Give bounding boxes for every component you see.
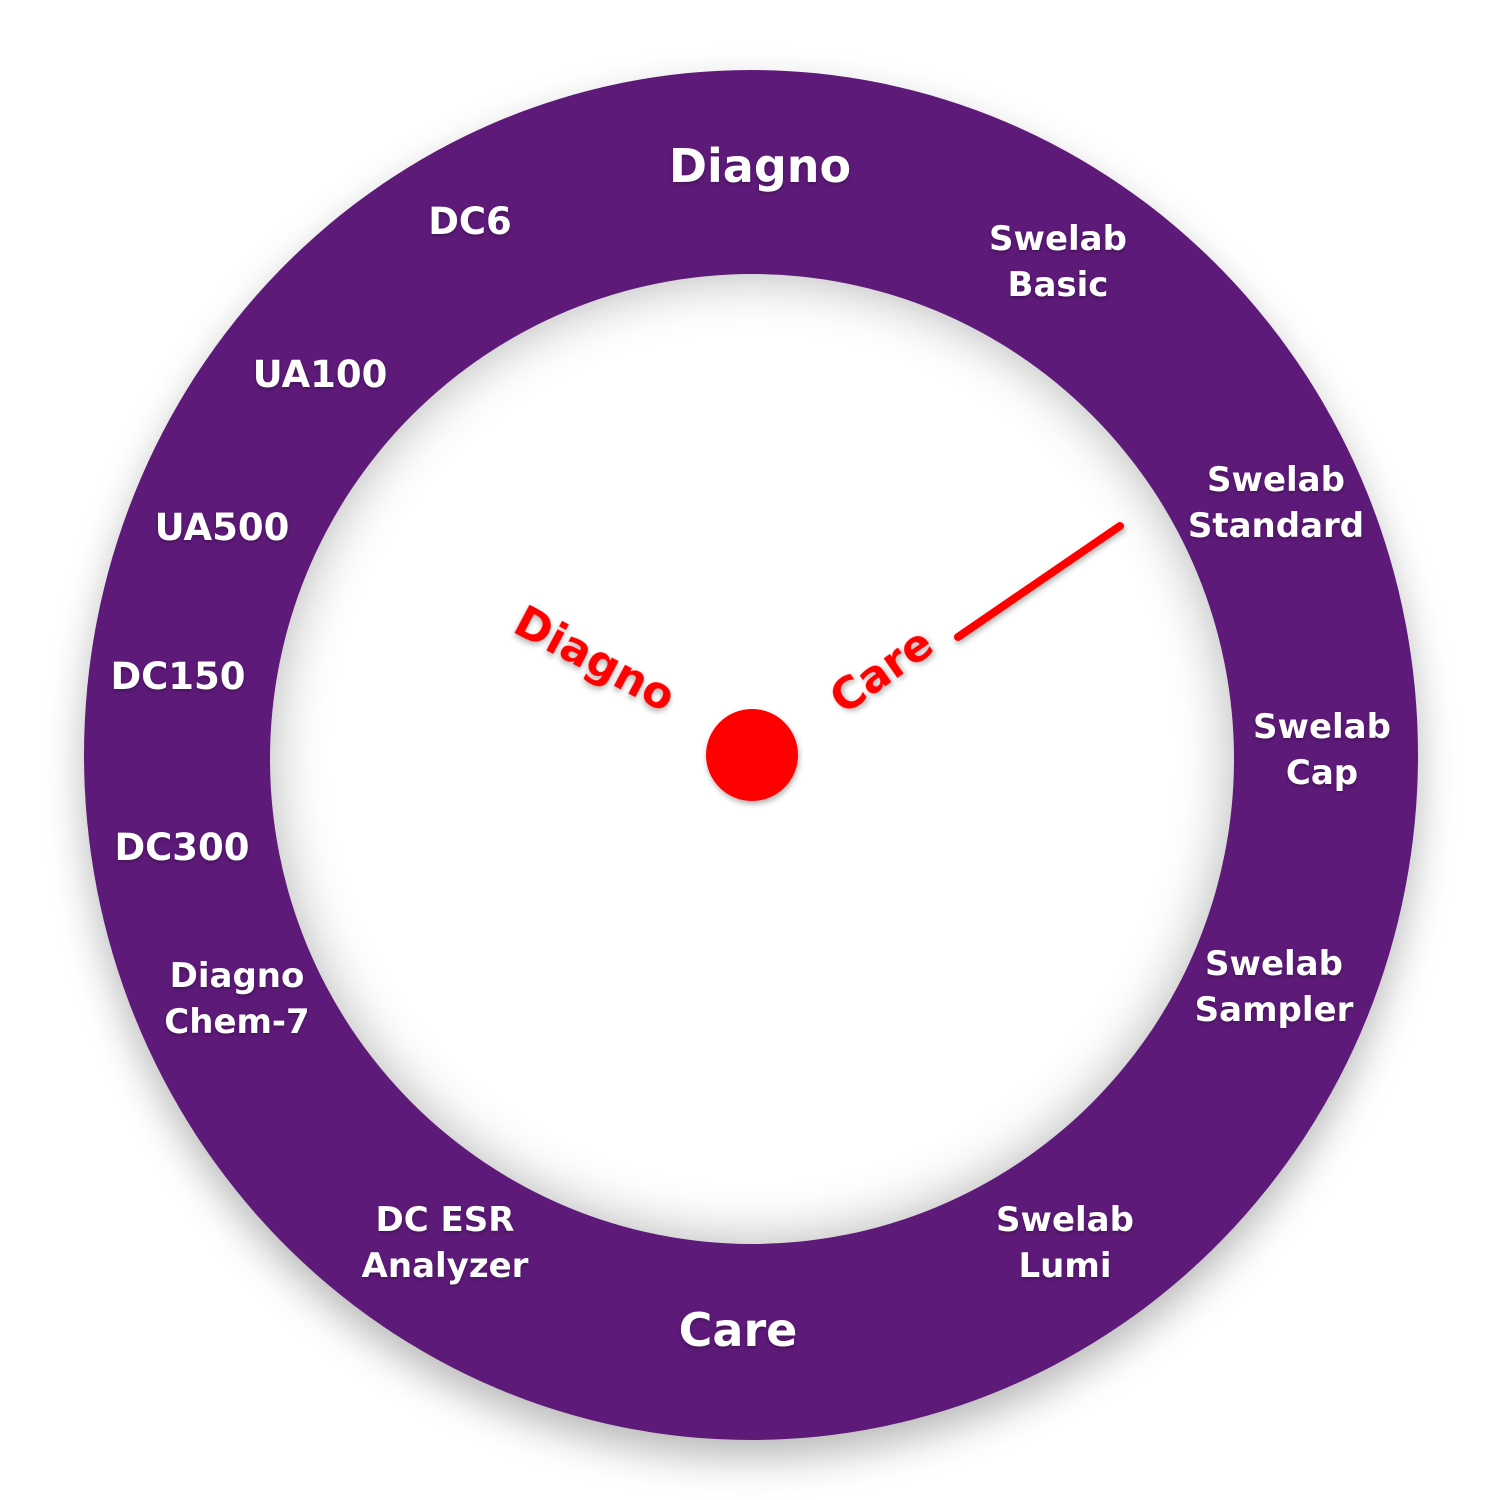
label-swelab-sampler-line1: Swelab <box>1205 944 1343 984</box>
label-swelab-basic: Swelab Basic <box>989 216 1127 308</box>
label-swelab-standard-line1: Swelab <box>1207 460 1345 500</box>
label-swelab-sampler: Swelab Sampler <box>1195 941 1354 1033</box>
label-dc-esr-analyzer: DC ESR Analyzer <box>362 1197 529 1289</box>
label-dc-esr-analyzer-line2: Analyzer <box>361 1246 529 1286</box>
label-diagno-top: Diagno <box>668 139 852 193</box>
label-swelab-sampler-line2: Sampler <box>1194 990 1354 1030</box>
label-diagno-chem7: Diagno Chem-7 <box>164 953 309 1045</box>
label-dc-esr-analyzer-line1: DC ESR <box>375 1200 515 1240</box>
label-diagno-chem7-line1: Diagno <box>169 956 305 996</box>
hand-label-care: Care <box>821 618 943 725</box>
center-hub <box>706 709 798 801</box>
label-swelab-basic-line2: Basic <box>1007 265 1109 305</box>
label-dc300: DC300 <box>114 826 250 869</box>
label-care-bottom: Care <box>678 1303 798 1357</box>
label-swelab-cap: Swelab Cap <box>1253 704 1391 796</box>
label-dc6: DC6 <box>428 200 512 243</box>
label-ua500: UA500 <box>154 506 290 549</box>
minute-hand <box>954 522 1124 641</box>
label-swelab-cap-line1: Swelab <box>1253 707 1391 747</box>
label-ua100: UA100 <box>252 353 388 396</box>
hand-label-diagno: Diagno <box>506 596 684 723</box>
label-swelab-lumi-line2: Lumi <box>1018 1246 1112 1286</box>
label-swelab-cap-line2: Cap <box>1285 753 1359 793</box>
label-swelab-lumi: Swelab Lumi <box>996 1197 1134 1289</box>
label-swelab-standard-line2: Standard <box>1187 506 1365 546</box>
label-dc150: DC150 <box>110 655 246 698</box>
label-swelab-standard: Swelab Standard <box>1188 457 1364 549</box>
label-diagno-chem7-line2: Chem-7 <box>164 1002 310 1042</box>
label-swelab-lumi-line1: Swelab <box>996 1200 1134 1240</box>
label-swelab-basic-line1: Swelab <box>989 219 1127 259</box>
